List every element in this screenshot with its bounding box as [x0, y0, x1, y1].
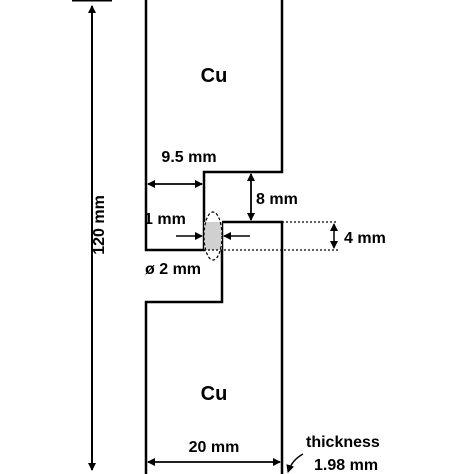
top-copper-plate [144, 0, 284, 252]
top-material-label: Cu [201, 65, 228, 87]
bottom-material-label: Cu [201, 383, 228, 405]
hole-diameter-label: ø 2 mm [145, 261, 201, 278]
joint-height-label: 4 mm [344, 230, 386, 247]
joint-overlap [204, 222, 222, 250]
thickness-value: 1.98 mm [314, 457, 378, 474]
overlap-height-label: 8 mm [256, 191, 298, 208]
offset-width-label: 9.5 mm [161, 149, 216, 166]
width-label: 20 mm [189, 439, 240, 456]
thickness-leader-arrow [286, 453, 304, 473]
hole-outline [203, 211, 223, 261]
thickness-label: thickness [306, 434, 380, 451]
length-label: 120 mm [91, 195, 108, 255]
gap-label: 1 mm [144, 211, 186, 228]
